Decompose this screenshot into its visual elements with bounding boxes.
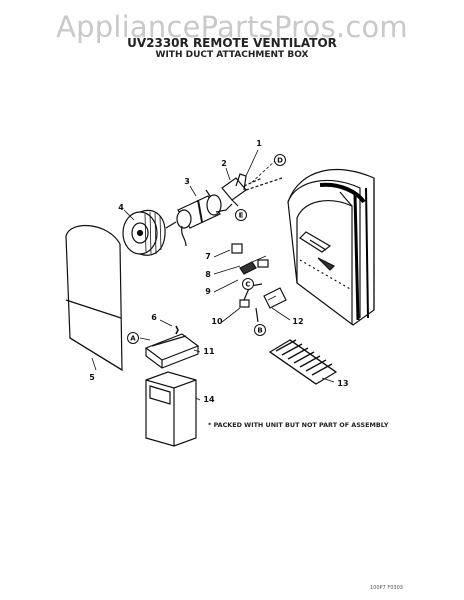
callout-b: B [257, 327, 262, 335]
part-number-8: 8 [205, 270, 211, 279]
part-number-12: 12 [292, 317, 303, 326]
packed-box-drawing [145, 371, 197, 447]
callout-d: D [277, 157, 283, 165]
footer-code: 100P7 F0303 [370, 585, 403, 591]
bracket-drawing [144, 325, 200, 369]
part-number-10: 10 [211, 317, 223, 326]
part-number-2: 2 [221, 159, 227, 168]
part-number-6: 6 [151, 313, 157, 322]
small-parts-drawing [231, 243, 287, 323]
callout-e: E [239, 212, 244, 220]
watermark: AppliancePartsPros.com [56, 10, 408, 44]
part-number-5: 5 [89, 373, 95, 382]
blower-wheel-drawing [122, 209, 166, 256]
part-number-1: 1 [256, 139, 262, 148]
part-number-11: 11 [203, 347, 215, 356]
mounting-bracket-drawing [221, 173, 283, 207]
part-number-7: 7 [205, 252, 211, 261]
part-number-13: 13 [337, 379, 348, 388]
callout-a: A [130, 335, 136, 343]
assembly-note: * PACKED WITH UNIT BUT NOT PART OF ASSEM… [208, 421, 389, 429]
housing-drawing [287, 168, 375, 326]
part-number-4: 4 [118, 203, 124, 212]
filter-grille-drawing [268, 339, 338, 385]
part-number-3: 3 [184, 177, 190, 186]
callout-c: C [245, 281, 250, 289]
part-number-9: 9 [205, 287, 211, 296]
diagram-subtitle: WITH DUCT ATTACHMENT BOX [155, 50, 309, 60]
part-number-14: 14 [203, 395, 215, 404]
front-cover-drawing [65, 224, 123, 372]
motor-drawing [165, 189, 233, 247]
diagram-title: UV2330R REMOTE VENTILATOR [127, 36, 337, 50]
